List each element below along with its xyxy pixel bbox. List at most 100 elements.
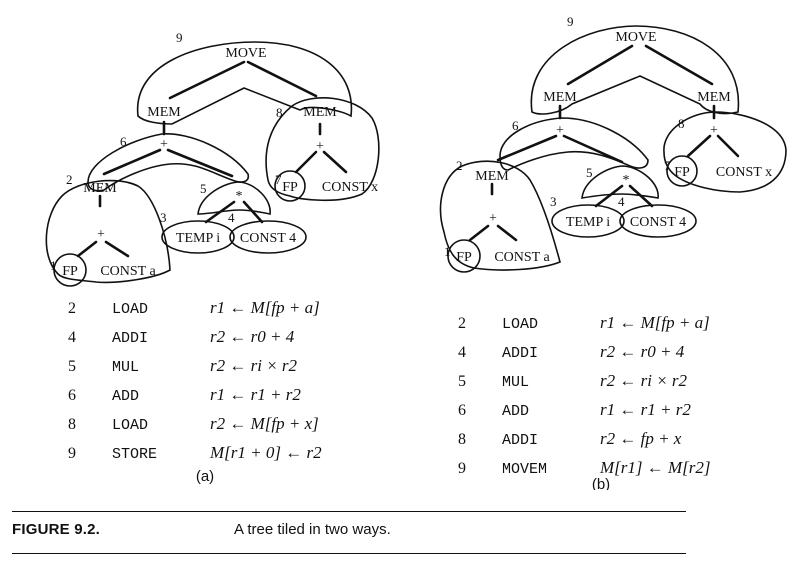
node-move-b: MOVE xyxy=(615,30,656,45)
tile-outline-7-a xyxy=(274,170,306,202)
tile-outline-6-a xyxy=(87,133,250,192)
tile-outline-2-a xyxy=(45,179,171,284)
instr-code: r2 ← ri × r2 xyxy=(210,356,298,375)
instr-num: 5 xyxy=(68,358,76,375)
node-mem-a-inner: MEM xyxy=(83,181,117,196)
instr-num: 2 xyxy=(458,315,466,332)
node-const-a-b: CONST a xyxy=(494,250,550,265)
node-times-a: * xyxy=(236,189,243,204)
tile-outline-6-b xyxy=(499,117,649,171)
tile-outline-3-a xyxy=(161,220,235,254)
tile-number-7-a: 7 xyxy=(275,172,282,187)
listing-b-label: (b) xyxy=(592,476,610,490)
tile-number-2-a: 2 xyxy=(66,172,73,187)
tile-number-8-a: 8 xyxy=(276,105,283,120)
node-mem-a-right: MEM xyxy=(303,105,337,120)
node-fp-b-right: FP xyxy=(674,165,690,180)
node-temp-i-b: TEMP i xyxy=(566,215,610,230)
instr-code: r1 ← M[fp + a] xyxy=(210,298,320,317)
instr-num: 8 xyxy=(458,431,466,448)
tile-number-7-b: 7 xyxy=(664,158,671,173)
tree-b-tile-numbers: 1 2 3 4 5 6 7 8 9 xyxy=(444,14,685,259)
figure-caption: FIGURE 9.2. A tree tiled in two ways. xyxy=(12,512,686,552)
tile-outline-7-b xyxy=(666,155,698,187)
tile-outline-3-b xyxy=(551,204,625,238)
instr-op: MUL xyxy=(502,374,529,391)
instr-code: r2 ← r0 + 4 xyxy=(600,342,685,361)
instr-num: 9 xyxy=(68,445,76,462)
node-mem-b-right: MEM xyxy=(697,90,731,105)
instr-num: 4 xyxy=(68,329,76,346)
instr-code: r2 ← fp + x xyxy=(600,429,682,448)
instr-num: 2 xyxy=(68,300,76,317)
node-const-4-b: CONST 4 xyxy=(630,215,686,230)
tree-a xyxy=(45,41,380,287)
node-move-a: MOVE xyxy=(225,46,266,61)
node-const-4-a: CONST 4 xyxy=(240,231,296,246)
instr-code: r1 ← r1 + r2 xyxy=(210,385,301,404)
tree-a-tile-numbers: 1 2 3 4 5 6 7 8 9 xyxy=(50,30,283,273)
caption-label: FIGURE 9.2. xyxy=(12,521,101,538)
node-mem-b-inner: MEM xyxy=(475,169,509,184)
instr-op: ADD xyxy=(502,403,529,420)
tile-number-9-a: 9 xyxy=(176,30,183,45)
node-temp-i-a: TEMP i xyxy=(176,231,220,246)
tile-outline-9-b xyxy=(530,25,740,115)
instr-op: LOAD xyxy=(112,417,148,434)
caption-rule-bottom xyxy=(12,553,686,554)
tree-a-labels: MOVE MEM MEM + + MEM * + FP CONST x TEMP… xyxy=(62,46,378,279)
instr-op: STORE xyxy=(112,446,157,463)
tile-outline-4-a xyxy=(229,220,307,254)
instr-code: M[r1 + 0] ← r2 xyxy=(209,443,322,462)
node-fp-a-right: FP xyxy=(282,180,298,195)
node-plus-b-right: + xyxy=(710,123,718,138)
tile-number-4-b: 4 xyxy=(618,194,625,209)
tile-outline-4-b xyxy=(619,204,697,238)
node-fp-b-left: FP xyxy=(456,250,472,265)
instr-code: r1 ← M[fp + a] xyxy=(600,313,710,332)
tile-number-3-b: 3 xyxy=(550,194,557,209)
instr-op: ADDI xyxy=(502,432,538,449)
tile-number-5-a: 5 xyxy=(200,181,207,196)
instr-code: M[r1] ← M[r2] xyxy=(599,458,711,477)
instr-op: MUL xyxy=(112,359,139,376)
instr-op: ADDI xyxy=(502,345,538,362)
node-plus-b-inner: + xyxy=(489,211,497,226)
tile-number-2-b: 2 xyxy=(456,158,463,173)
node-plus-a-top: + xyxy=(160,137,168,152)
instr-num: 8 xyxy=(68,416,76,433)
instr-num: 5 xyxy=(458,373,466,390)
instr-op: ADDI xyxy=(112,330,148,347)
tile-number-8-b: 8 xyxy=(678,116,685,131)
node-plus-a-inner: + xyxy=(97,227,105,242)
caption-rule-top xyxy=(12,511,686,512)
tile-number-1-b: 1 xyxy=(444,244,451,259)
instr-code: r2 ← r0 + 4 xyxy=(210,327,295,346)
instr-code: r2 ← M[fp + x] xyxy=(210,414,319,433)
instr-num: 6 xyxy=(458,402,466,419)
node-const-x-a: CONST x xyxy=(322,180,378,195)
instr-code: r1 ← r1 + r2 xyxy=(600,400,691,419)
instr-num: 4 xyxy=(458,344,466,361)
tile-number-5-b: 5 xyxy=(586,165,593,180)
tile-number-6-a: 6 xyxy=(120,134,127,149)
tile-outline-9-a xyxy=(136,41,353,125)
tile-number-1-a: 1 xyxy=(50,258,57,273)
node-fp-a-left: FP xyxy=(62,264,78,279)
tile-number-9-b: 9 xyxy=(567,14,574,29)
tile-outline-1-a xyxy=(53,253,87,287)
tree-b-edges xyxy=(468,44,740,242)
tile-number-4-a: 4 xyxy=(228,210,235,225)
tile-number-6-b: 6 xyxy=(512,118,519,133)
instr-op: ADD xyxy=(112,388,139,405)
tile-outline-8-a xyxy=(265,97,380,202)
caption-text: A tree tiled in two ways. xyxy=(234,521,391,538)
listing-a-label: (a) xyxy=(196,468,214,485)
instr-op: MOVEM xyxy=(502,461,547,478)
tile-number-3-a: 3 xyxy=(160,210,167,225)
instr-code: r2 ← ri × r2 xyxy=(600,371,688,390)
instr-num: 6 xyxy=(68,387,76,404)
node-plus-a-right: + xyxy=(316,139,324,154)
node-mem-a-left: MEM xyxy=(147,105,181,120)
